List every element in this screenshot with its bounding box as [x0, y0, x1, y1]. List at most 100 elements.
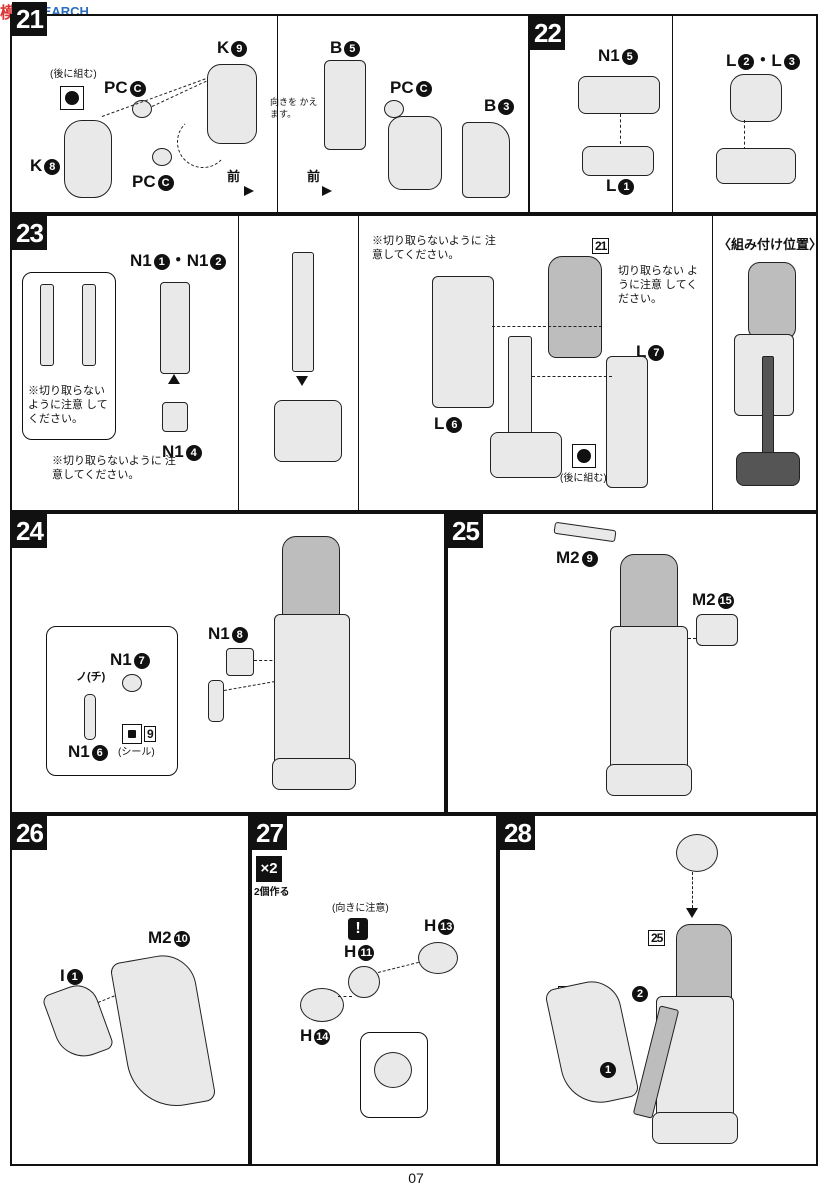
warn-note-2: ※切り取らないように 注意してください。: [52, 455, 176, 481]
step-marker-1: 1: [600, 1062, 616, 1078]
part-head-28: [676, 834, 718, 872]
back-assemble-note: (後に組む): [50, 69, 97, 80]
leg-base-28: [652, 1112, 738, 1144]
back-assemble-icon-23: [572, 444, 596, 468]
change-direction-note: 向きを かえます。: [270, 97, 318, 119]
guide-line-22: [620, 114, 621, 144]
step-23-divider-3: [712, 216, 713, 510]
part-pin: [208, 680, 224, 722]
leg-frame-25: [610, 626, 688, 778]
warn-note-4: 切り取らない ように注意 してください。: [618, 265, 699, 305]
part-n15: [578, 76, 660, 114]
down-arrow-icon: [296, 376, 308, 386]
part-k8: [64, 120, 112, 198]
part-base-22: [716, 148, 796, 184]
part-b-body: [388, 116, 442, 190]
guide-line-23a: [492, 326, 602, 327]
part-base-23b: [490, 432, 562, 478]
part-n14: [162, 402, 188, 432]
page-number: 07: [408, 1170, 424, 1186]
sprue-part-1: [40, 284, 54, 366]
back-assemble-note-23: (後に組む): [560, 473, 607, 484]
part-l1: [582, 146, 654, 176]
leg-upper-28: [676, 924, 732, 1006]
seal-icon: [122, 724, 142, 744]
part-n11-n12: [160, 282, 190, 374]
leg-upper-24: [282, 536, 340, 622]
step-24-number: 24: [12, 514, 47, 548]
guide-line-27b: [338, 996, 352, 997]
seal-note: (シール): [118, 747, 155, 758]
step-26-number: 26: [12, 816, 47, 850]
step-23-divider-1: [238, 216, 239, 510]
guide-curve: [177, 116, 229, 168]
step-28-panel: 28 25 26 2 1: [498, 814, 818, 1166]
sub-assembly-inset: [46, 626, 178, 776]
step-25-number: 25: [448, 514, 483, 548]
position-base: [736, 452, 800, 486]
part-pc-2: [152, 148, 172, 166]
step-marker-2: 2: [632, 986, 648, 1002]
part-m210: [109, 950, 217, 1114]
sprue-inset: [22, 272, 116, 440]
back-assemble-icon: [60, 86, 84, 110]
leg-base-25: [606, 764, 692, 796]
part-m215: [696, 614, 738, 646]
part-n18: [226, 648, 254, 676]
ref-step-21: 21: [592, 238, 610, 254]
part-h13: [418, 942, 458, 974]
part-pc-1: [132, 100, 152, 118]
leg-frame-24: [274, 614, 350, 766]
ref-step-25: 25: [648, 930, 666, 946]
guide-line-23b: [532, 376, 612, 377]
part-l6-frame: [432, 276, 494, 408]
position-title: 〈組み付け位置〉: [718, 237, 823, 252]
part-base-23a: [274, 400, 342, 462]
part-b3: [462, 122, 510, 198]
part-l7: [606, 356, 648, 488]
part-b5: [324, 60, 366, 150]
front-arrow-2-icon: [322, 186, 332, 196]
step-28-number: 28: [500, 816, 535, 850]
part-column: [292, 252, 314, 372]
guide-line-28: [692, 872, 693, 908]
front-label-2: 前: [307, 169, 321, 184]
step-23-divider-2: [358, 216, 359, 510]
step-23-number: 23: [12, 216, 47, 250]
warn-note-1: ※切り取らない ように注意 してください。: [28, 385, 108, 425]
warning-icon: !: [348, 918, 368, 940]
direction-note: (向きに注意): [332, 903, 389, 914]
detail-part: [374, 1052, 412, 1088]
part-n17: [122, 674, 142, 692]
part-armor-28: [544, 975, 640, 1111]
step-21-number: 21: [12, 2, 47, 36]
sprue-part-2: [82, 284, 96, 366]
